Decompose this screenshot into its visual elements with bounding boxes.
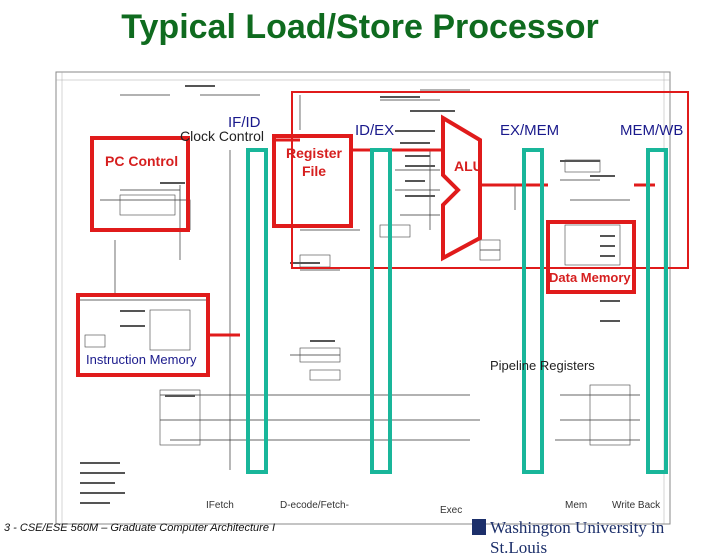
id-ex-label: ID/EX [355, 122, 395, 139]
mem-wb-label: MEM/WB [620, 122, 684, 139]
processor-schematic [55, 71, 689, 525]
stage-label-ifetch: IFetch [206, 500, 234, 511]
pipeline-register-mem-wb [646, 148, 668, 474]
datapath-connections [208, 138, 655, 337]
register-file-box [272, 134, 353, 228]
pc-control-label: PC Control [105, 153, 179, 169]
stage-label-decode: D-ecode/Fetch- [280, 500, 349, 511]
ex-mem-label: EX/MEM [500, 122, 560, 139]
schematic-wiring [80, 89, 640, 470]
data-memory-box [546, 220, 636, 294]
schematic-text-marks [80, 85, 620, 504]
pipeline-register-if-id [246, 148, 268, 474]
register-file-label: Register File [285, 145, 343, 179]
schematic-frame [55, 71, 671, 525]
pipeline-register-ex-mem [522, 148, 544, 474]
stage-label-exec: Exec [440, 505, 463, 516]
footer-course-title: 3 - CSE/ESE 560M – Graduate Computer Arc… [4, 522, 276, 534]
university-logo-icon [472, 519, 486, 535]
pipeline-registers-label: Pipeline Registers [490, 358, 595, 373]
alu-shape [441, 114, 482, 262]
slide-title: Typical Load/Store Processor [121, 8, 599, 46]
clock-control-label: Clock Control [180, 128, 265, 144]
alu-label: ALU [454, 158, 483, 174]
writeback-loop [291, 91, 689, 269]
footer-university: Washington University in St.Louis [490, 518, 665, 557]
schematic-components [84, 159, 631, 446]
stage-label-writeback: Write Back [612, 500, 661, 511]
pc-control-box [90, 136, 190, 232]
data-memory-label: Data Memory [549, 270, 631, 285]
if-id-label: IF/ID [228, 114, 261, 131]
pipeline-register-id-ex [370, 148, 392, 474]
instruction-memory-label: Instruction Memory [86, 352, 197, 367]
stage-label-mem: Mem [565, 500, 588, 511]
